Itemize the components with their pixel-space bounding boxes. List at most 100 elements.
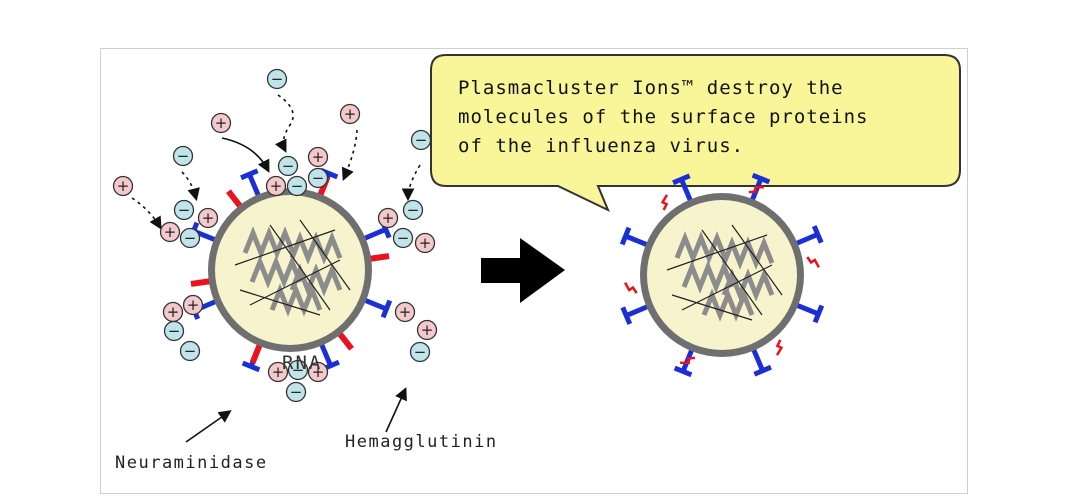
svg-text:+: + [215,114,228,132]
positive-ion: + [416,319,438,341]
svg-text:−: − [292,361,305,379]
positive-ion: + [265,175,287,197]
svg-text:−: − [291,177,304,195]
neuraminidase-pointer [185,410,232,443]
ion-trajectories [131,94,421,230]
svg-text:−: − [177,147,190,165]
svg-text:+: + [202,209,215,227]
svg-text:−: − [168,322,181,340]
positive-ion: + [182,294,204,316]
callout-line: Plasmacluster Ions™ destroy the [458,77,844,99]
svg-text:−: − [178,201,191,219]
svg-text:+: + [164,223,177,241]
ion-trajectory [131,197,162,230]
neuraminidase-spike [226,189,244,209]
callout-line: of the influenza virus. [458,135,745,157]
negative-ion: − [402,199,424,221]
negative-ion: − [307,167,329,189]
neuraminidase-spike [806,256,820,268]
virus-before [187,167,393,373]
neuraminidase-spike [368,253,390,262]
negative-ion: − [179,227,201,249]
negative-ion: − [173,199,195,221]
negative-ion: − [286,175,308,197]
svg-text:−: − [282,157,295,175]
positive-ion: + [377,207,399,229]
ion-trajectory [221,137,270,173]
hemagglutinin-pointer [385,387,407,433]
neuraminidase-spike [680,356,696,365]
hemagglutinin-spike [750,347,772,377]
virus-after [619,172,825,378]
svg-text:+: + [167,303,180,321]
rna-label: RNA [282,352,323,374]
negative-ion: − [266,68,288,90]
svg-text:+: + [344,105,357,123]
svg-text:−: − [415,131,428,149]
negative-ion: − [392,227,414,249]
svg-text:+: + [312,363,325,381]
neuraminidase-spike [190,278,212,287]
svg-text:−: − [312,169,325,187]
rna-strands [666,224,783,322]
negative-ion: − [285,381,307,403]
neuraminidase-spike [660,194,669,211]
negative-ion: − [410,129,432,151]
svg-text:+: + [419,234,432,252]
transform-arrow [481,238,565,303]
hemagglutinin-spike [620,303,650,325]
positive-ion: + [162,301,184,323]
neuraminidase-spike [775,339,784,356]
negative-ion: − [409,341,431,363]
negative-ion: − [172,145,194,167]
negative-ion: − [277,155,299,177]
hemagglutinin-spike [240,168,262,198]
svg-text:+: + [312,148,325,166]
negative-ion: − [163,320,185,342]
positive-ion: + [339,103,361,125]
neuraminidase-spike [336,331,354,351]
svg-text:−: − [407,201,420,219]
negative-ion: − [287,359,309,381]
rna-strands [234,219,351,317]
svg-text:+: + [382,209,395,227]
positive-ion: + [307,361,329,383]
ion-trajectory [181,171,200,202]
ion-trajectory [274,94,294,153]
positive-ion: + [307,146,329,168]
svg-text:+: + [399,303,412,321]
hemagglutinin-spike [795,302,825,324]
svg-text:−: − [184,229,197,247]
plasmacluster-ions: −+−+−++−−+−−++−−+−+++−−++−+−+− [112,68,438,403]
positive-ion: + [267,361,289,383]
positive-ion: + [394,301,416,323]
svg-text:+: + [421,321,434,339]
ion-trajectory [341,129,358,181]
svg-text:+: + [270,177,283,195]
positive-ion: + [112,175,134,197]
svg-text:−: − [290,383,303,401]
hemagglutinin-spike [672,173,694,203]
svg-text:+: + [117,177,130,195]
callout-line: molecules of the surface proteins [458,106,869,128]
neuraminidase-spike [748,185,764,194]
callout-text: Plasmacluster Ions™ destroy the molecule… [458,74,938,161]
svg-text:+: + [187,296,200,314]
neuraminidase-spike [249,343,263,364]
ion-trajectory [401,164,421,202]
neuraminidase-label: Neuraminidase [115,453,268,473]
svg-text:−: − [397,229,410,247]
positive-ion: + [197,207,219,229]
negative-ion: − [179,340,201,362]
positive-ion: + [414,232,436,254]
positive-ion: + [210,112,232,134]
svg-text:−: − [271,70,284,88]
hemagglutinin-label: Hemagglutinin [345,432,498,452]
hemagglutinin-spike [794,225,824,247]
svg-text:+: + [272,363,285,381]
neuraminidase-spike [624,282,638,294]
svg-text:−: − [414,343,427,361]
hemagglutinin-spike [619,226,649,248]
svg-text:−: − [184,342,197,360]
